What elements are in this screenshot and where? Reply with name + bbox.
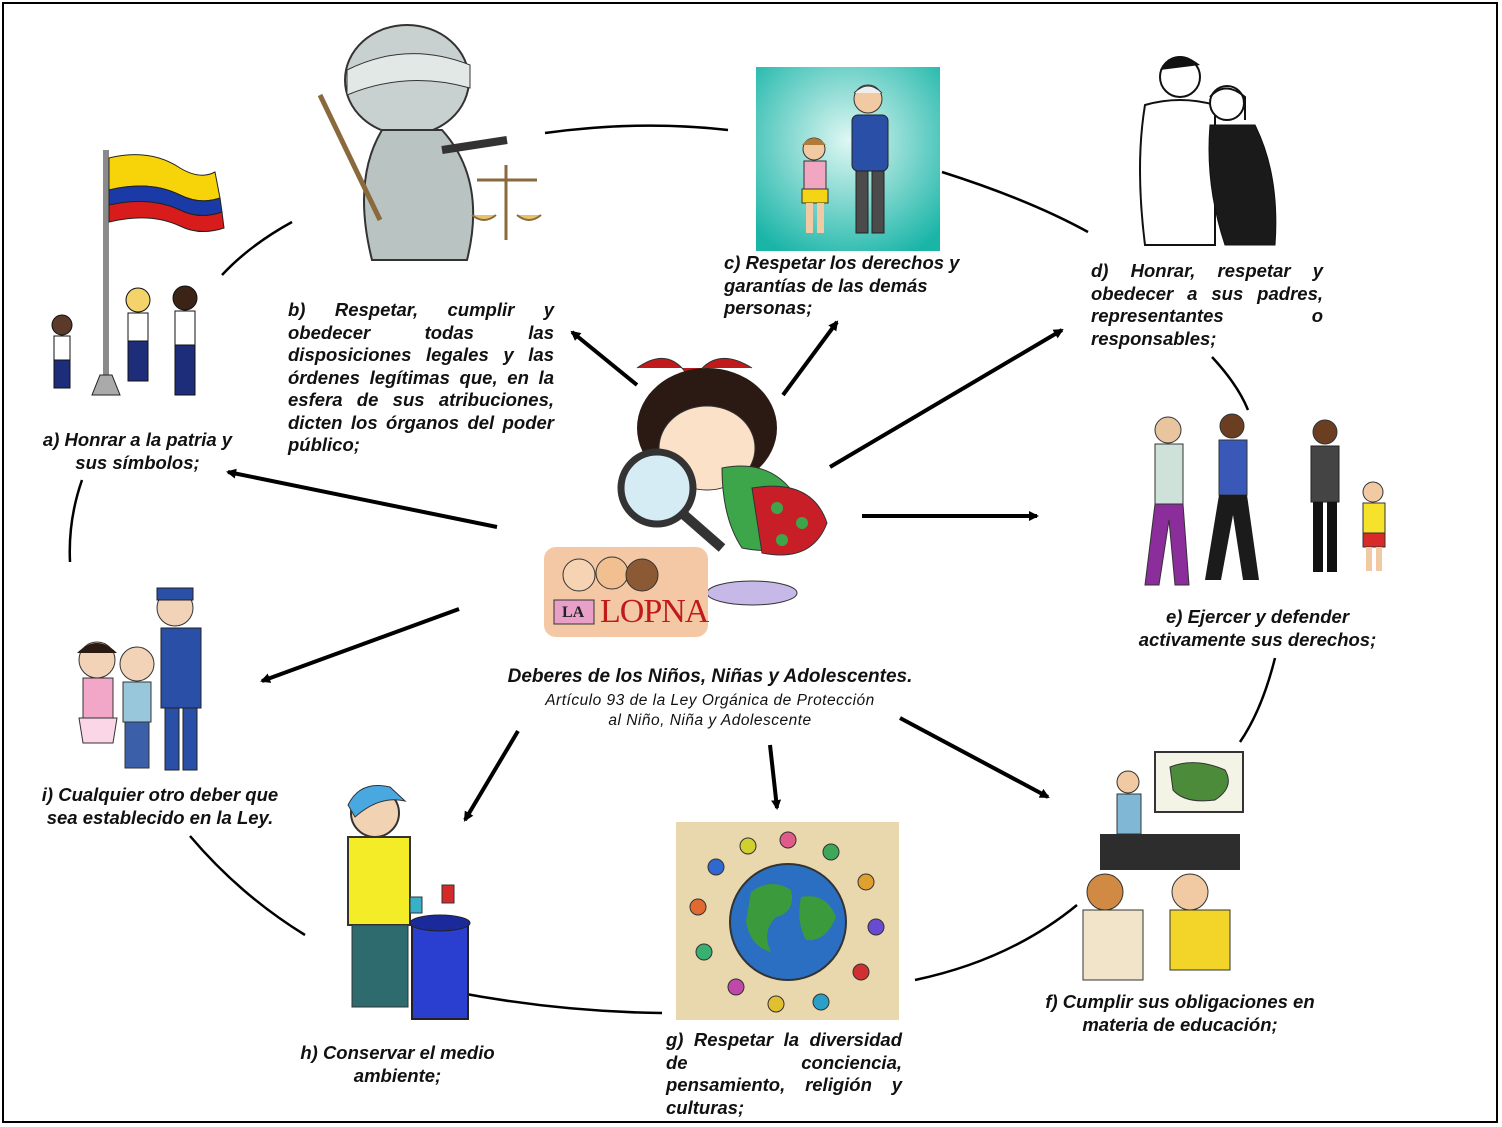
arrow-to-h	[463, 729, 520, 822]
arrow-to-g	[768, 744, 782, 810]
arrow-to-f	[899, 716, 1050, 799]
logo-la: LA	[562, 604, 585, 621]
logo-name: LOPNA	[600, 593, 709, 630]
globe-diversity-illustration	[676, 822, 899, 1020]
duty-e-label: e) Ejercer y defender activamente sus de…	[1138, 606, 1377, 650]
arrow-to-a	[226, 468, 498, 529]
duty-c-label: c) Respetar los derechos y garantías de …	[724, 252, 960, 318]
children-faces-icon	[553, 556, 659, 625]
ring-arc	[1238, 657, 1277, 743]
subtitle-line-2: al Niño, Niña y Adolescente	[608, 712, 812, 729]
children-police-illustration	[77, 587, 202, 771]
ring-arc	[221, 220, 293, 276]
lopna-logo: LA LOPNA	[544, 547, 709, 637]
justice-illustration	[317, 24, 542, 261]
ring-arc	[454, 990, 663, 1015]
classroom-illustration	[1082, 751, 1244, 981]
ring-arc	[914, 904, 1078, 982]
ring-arc	[941, 170, 1089, 234]
duty-f-label: f) Cumplir sus obligaciones en materia d…	[1045, 991, 1315, 1035]
duty-b-label: b) Respetar, cumplir y obedecer todas la…	[288, 299, 554, 455]
diagram-subtitle: Artículo 93 de la Ley Orgánica de Protec…	[440, 691, 980, 731]
recycling-boy-illustration	[347, 785, 471, 1020]
duty-i-label: i) Cualquier otro deber que sea establec…	[41, 784, 279, 828]
arrow-to-d	[828, 328, 1064, 469]
duty-d-label: d) Honrar, respetar y obedecer a sus pad…	[1091, 260, 1323, 349]
arrow-to-c	[781, 320, 839, 397]
ring-arc	[189, 835, 306, 937]
ring-arc	[544, 124, 729, 135]
girl-grandfather-illustration	[756, 67, 940, 251]
ring-arcs	[68, 124, 1277, 1015]
ring-arc	[1211, 356, 1250, 411]
girl-magnifier-illustration	[617, 357, 828, 606]
arrows	[226, 320, 1064, 822]
diagram-title: Deberes de los Niños, Niñas y Adolescent…	[507, 666, 913, 687]
duty-g-label: g) Respetar la diversidad de conciencia,…	[666, 1029, 902, 1118]
mother-daughter-illustration	[1139, 56, 1277, 246]
subtitle-line-1: Artículo 93 de la Ley Orgánica de Protec…	[545, 692, 875, 709]
duty-h-label: h) Conservar el medio ambiente;	[300, 1042, 495, 1086]
ring-arc	[68, 479, 84, 563]
arrow-to-i	[260, 607, 460, 683]
duty-a-label: a) Honrar a la patria y sus símbolos;	[42, 429, 233, 473]
flag-children-illustration	[51, 150, 225, 396]
rights-defense-illustration	[1144, 413, 1386, 586]
arrow-to-b	[570, 330, 639, 387]
